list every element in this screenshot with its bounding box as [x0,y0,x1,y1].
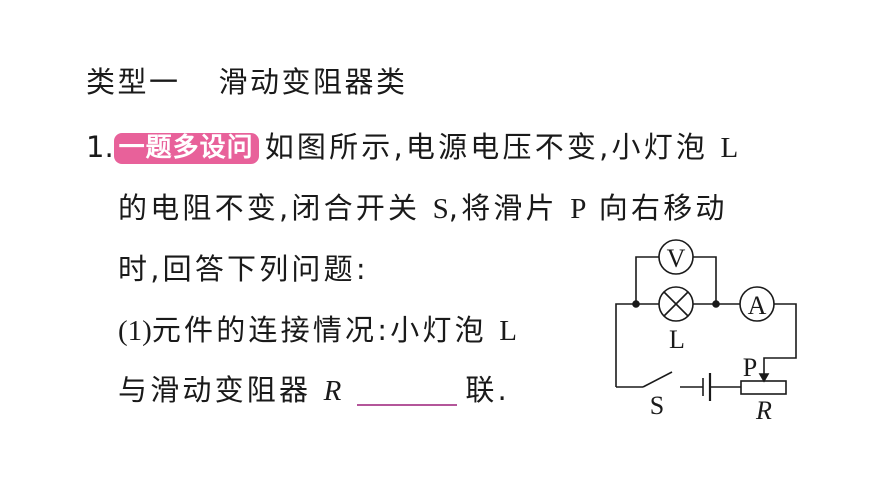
sub-question-text-b: 与滑动变阻器 [118,373,312,407]
question-text-2c: 向右移动 [598,191,728,225]
lamp-label: L [669,325,685,354]
rheostat-icon [740,380,787,395]
switch-icon [642,371,673,388]
switch-label: S [650,391,664,420]
symbol-s: S [432,193,449,225]
lamp-cross [663,291,689,317]
voltmeter-label: V [667,244,686,273]
ammeter-label: A [748,291,767,320]
wire [763,303,797,376]
symbol-l: L [720,132,739,164]
answer-blank[interactable] [357,382,458,406]
question-badge: 一题多设问 [113,133,259,164]
type-label: 类型一 [86,65,181,99]
question-line-3: 时,回答下列问题: [118,252,369,286]
junction-dot [632,300,640,308]
question-text-1: 如图所示,电源电压不变,小灯泡 [264,130,709,164]
wire [615,303,659,387]
question-number: 1. [86,130,114,164]
section-title: 类型一 滑动变阻器类 [86,68,408,97]
wire [635,256,659,304]
question-text-2b: ,将滑片 [448,191,558,225]
question-line-1: 1.一题多设问如图所示,电源电压不变,小灯泡 L [86,133,738,164]
sub-question-label: (1) [118,315,152,347]
wire [693,256,717,304]
junction-dot [712,300,720,308]
voltmeter-icon [658,239,694,275]
sub-question-text-c: 联. [465,373,510,407]
question-text-2a: 的电阻不变,闭合开关 [118,191,421,225]
slider-label: P [743,353,757,382]
symbol-l: L [499,315,517,347]
rheostat-label: R [755,396,772,425]
question-line-2: 的电阻不变,闭合开关 S,将滑片 P 向右移动 [118,194,728,224]
symbol-p: P [570,193,587,225]
sub-question-1-line-2: 与滑动变阻器 R 联. [118,376,510,406]
symbol-r: R [323,375,342,407]
sub-question-1-line-1: (1)元件的连接情况:小灯泡 L [118,316,517,346]
sub-question-text-a: 元件的连接情况:小灯泡 [151,313,487,347]
slider-arrow-icon [758,373,770,383]
type-name: 滑动变阻器类 [218,65,408,99]
